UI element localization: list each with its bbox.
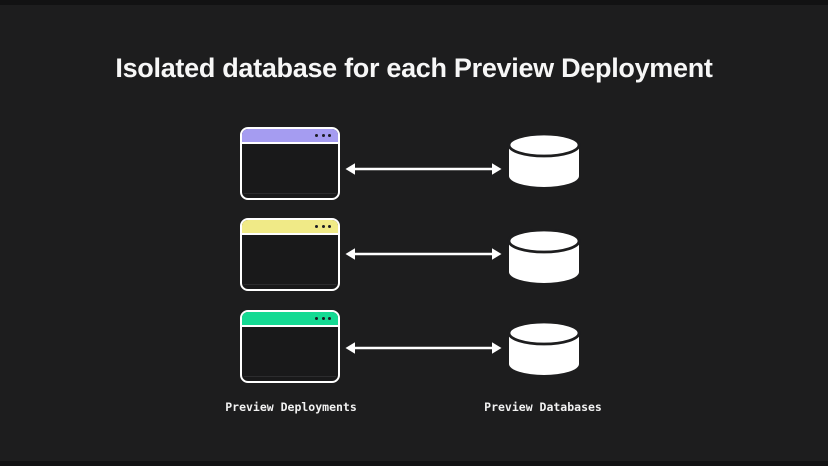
- window-dot-icon: [315, 134, 318, 137]
- browser-window: [240, 127, 340, 200]
- browser-titlebar: [242, 129, 338, 144]
- double-arrow-icon: [345, 342, 502, 354]
- window-dot-icon: [315, 317, 318, 320]
- double-arrow-icon: [345, 248, 502, 260]
- browser-titlebar: [242, 220, 338, 235]
- database-icon: [507, 133, 581, 187]
- window-dot-icon: [321, 134, 325, 137]
- page-title: Isolated database for each Preview Deplo…: [115, 53, 713, 83]
- window-dot-icon: [321, 225, 325, 228]
- window-dot-icon: [315, 225, 318, 228]
- window-dot-icon: [328, 134, 331, 137]
- browser-window: [240, 310, 340, 383]
- browser-window-body: [242, 327, 338, 381]
- double-arrow-icon: [345, 163, 502, 175]
- browser-window: [240, 218, 340, 291]
- window-dot-icon: [328, 225, 331, 228]
- letterbox-top: [0, 0, 828, 5]
- database-icon: [507, 321, 581, 375]
- window-dot-icon: [328, 317, 331, 320]
- databases-column-label: Preview Databases: [484, 400, 602, 414]
- deployments-column-label: Preview Deployments: [225, 400, 357, 414]
- letterbox-bottom: [0, 461, 828, 466]
- browser-window-body: [242, 144, 338, 198]
- database-icon: [507, 229, 581, 283]
- browser-titlebar: [242, 312, 338, 327]
- window-dot-icon: [321, 317, 325, 320]
- browser-window-body: [242, 235, 338, 289]
